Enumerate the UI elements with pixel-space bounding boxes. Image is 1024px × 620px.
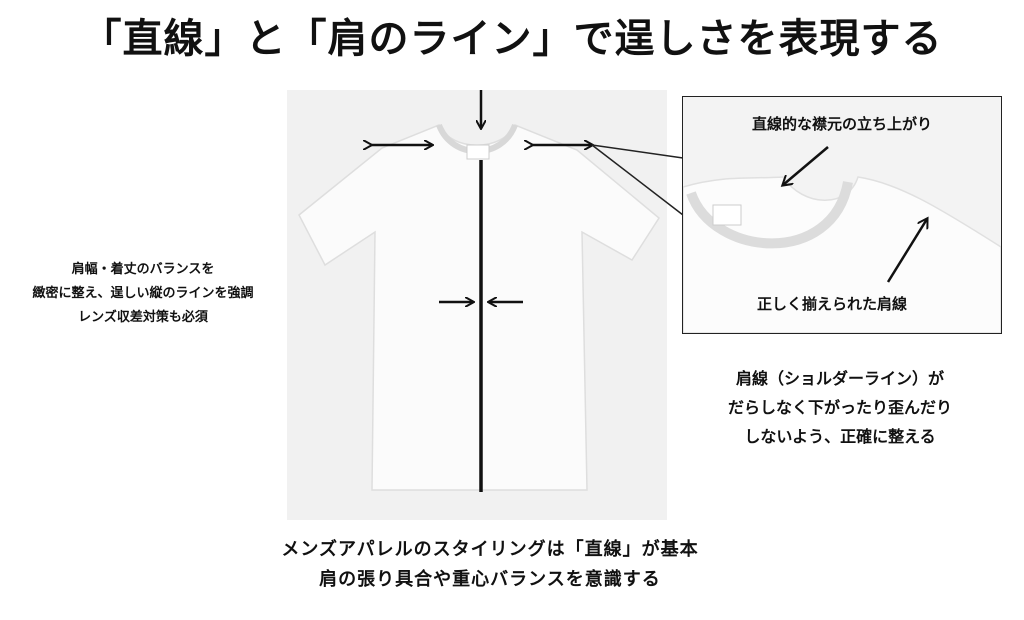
collar-zoom-inset: 直線的な襟元の立ち上がり 正しく揃えられた肩線 [682,96,1002,334]
left-caption-line: レンズ収差対策も必須 [78,310,208,325]
page-title: 「直線」と「肩のライン」で逞しさを表現する [81,16,943,62]
right-caption-line: だらしなく下がったり歪んだり [727,398,952,417]
right-caption-line: 肩線（ショルダーライン）が [735,369,944,388]
collar-label: 直線的な襟元の立ち上がり [751,115,932,133]
neck-tag [466,144,490,160]
left-caption-line: 肩幅・着丈のバランスを [71,262,215,277]
collar-zoom-illustration [683,146,1001,333]
left-caption: 肩幅・着丈のバランスを 緻密に整え、逞しい縦のラインを強調 レンズ収差対策も必須 [8,258,278,330]
bottom-caption-line: 肩の張り具合や重心バランスを意識する [319,569,661,590]
right-caption: 肩線（ショルダーライン）が だらしなく下がったり歪んだり しないよう、正確に整え… [690,364,990,451]
left-caption-line: 緻密に整え、逞しい縦のラインを強調 [32,286,254,301]
tshirt-illustration [298,90,660,492]
shoulder-pointer-arrow-icon [886,219,927,283]
collar-pointer-arrow-icon [783,146,829,185]
tshirt-photo [287,90,667,520]
shoulder-line-label: 正しく揃えられた肩線 [757,295,908,313]
zoom-neck-tag [712,204,742,226]
bottom-caption-line: メンズアパレルのスタイリングは「直線」が基本 [281,539,699,560]
right-caption-line: しないよう、正確に整える [744,427,936,446]
bottom-caption: メンズアパレルのスタイリングは「直線」が基本 肩の張り具合や重心バランスを意識す… [180,535,800,595]
tshirt-shape [298,124,660,491]
zoom-collar [686,180,853,249]
